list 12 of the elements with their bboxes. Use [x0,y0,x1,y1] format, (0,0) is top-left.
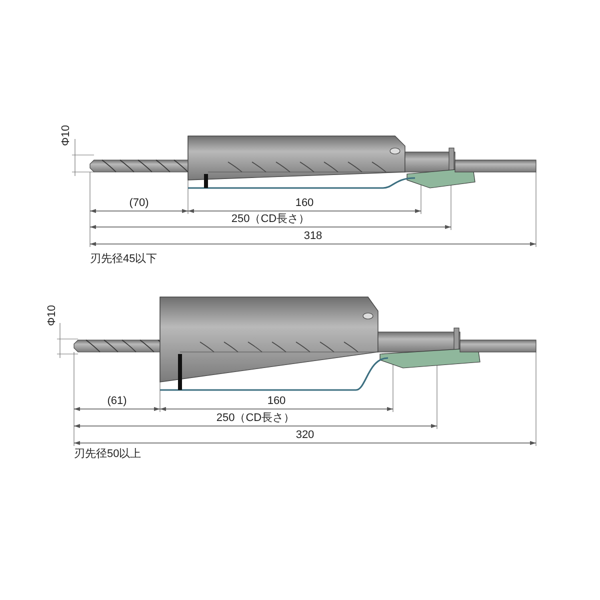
diameter-label: Φ10 [46,304,58,326]
note-text: 刃先径45以下 [90,253,158,265]
note-text: 刃先径50以上 [74,448,142,460]
dimension-label: 318 [304,230,322,242]
dimension-label: 250（CD長さ） [231,213,310,225]
dimension-label: 250（CD長さ） [216,412,295,424]
dimension-label: 160 [267,395,286,407]
dimension-label: (61) [107,395,127,407]
dimension-label: 160 [295,197,314,209]
dimension-label: 320 [296,429,314,441]
diameter-label: Φ10 [60,124,72,146]
dimension-label: (70) [129,197,149,209]
